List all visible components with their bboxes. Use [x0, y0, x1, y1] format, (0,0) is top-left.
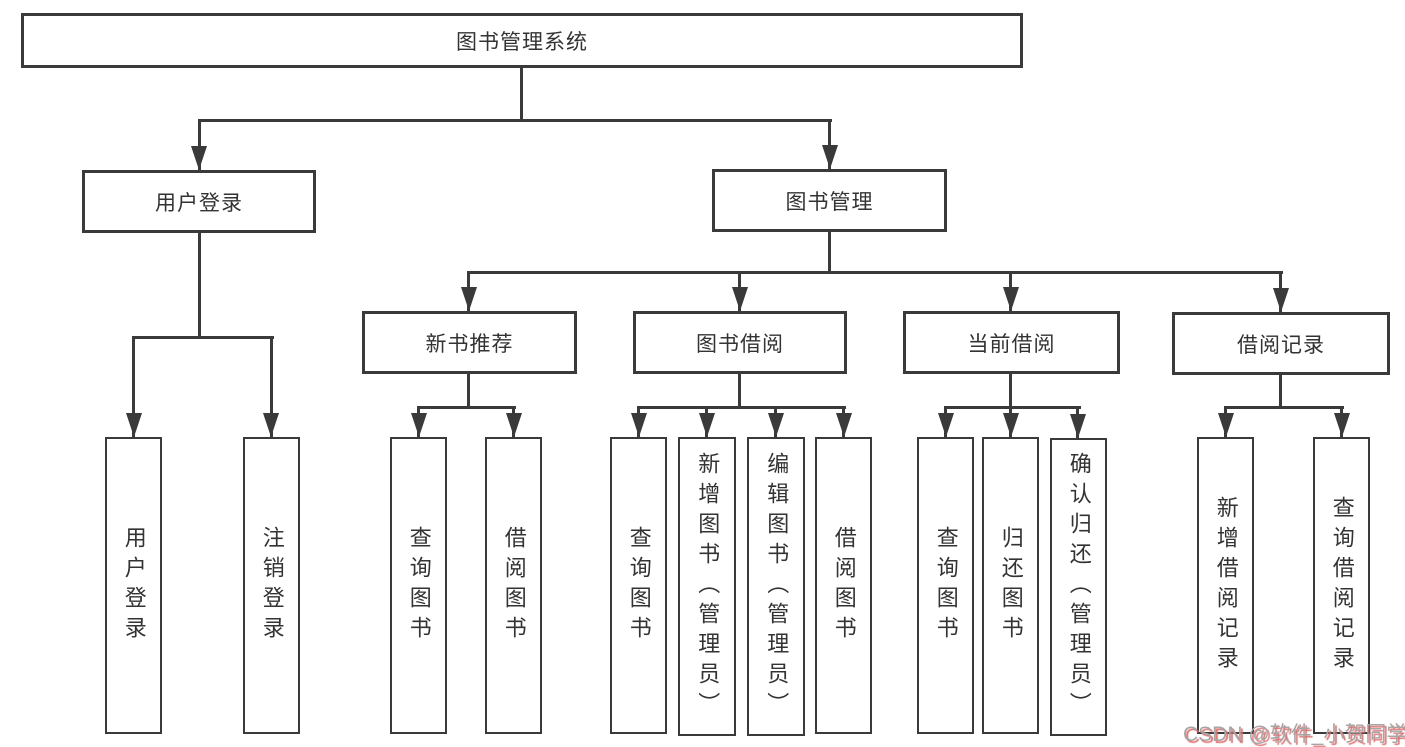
node-root: 图书管理系统 — [21, 13, 1023, 68]
connector-vline — [738, 374, 741, 406]
node-leaf-logout-label: 注销登录 — [259, 525, 285, 646]
arrow-down-icon — [461, 287, 477, 311]
arrow-down-icon — [1003, 413, 1019, 437]
node-leaf-query-books-label: 查询图书 — [626, 525, 652, 646]
node-leaf-user-login: 用户登录 — [105, 437, 162, 734]
arrow-down-icon — [506, 413, 522, 437]
connector-hline — [637, 406, 846, 409]
node-leaf-logout: 注销登录 — [243, 437, 300, 734]
arrow-down-icon — [822, 145, 838, 169]
node-leaf-query-books-current: 查询图书 — [917, 437, 974, 734]
node-borrow-records-label: 借阅记录 — [1237, 333, 1325, 357]
node-leaf-borrow-books-recommend: 借阅图书 — [485, 437, 542, 734]
connector-vline — [198, 119, 201, 170]
node-leaf-edit-books-admin-label: 编辑图书（管理员） — [764, 451, 790, 722]
node-book-management: 图书管理 — [712, 169, 947, 232]
arrow-down-icon — [1070, 414, 1086, 438]
arrow-down-icon — [1003, 287, 1019, 311]
connector-vline — [828, 119, 831, 169]
arrow-down-icon — [1334, 413, 1350, 437]
node-leaf-borrow-books-recommend-label: 借阅图书 — [501, 525, 527, 646]
connector-vline — [132, 336, 135, 437]
arrow-down-icon — [631, 413, 647, 437]
node-current-borrow-label: 当前借阅 — [967, 332, 1056, 356]
node-leaf-edit-books-admin: 编辑图书（管理员） — [747, 437, 805, 736]
connector-vline — [828, 232, 831, 273]
arrow-down-icon — [699, 413, 715, 437]
node-leaf-return-books-label: 归还图书 — [998, 525, 1024, 646]
connector-vline — [1009, 374, 1012, 406]
node-book-borrow-label: 图书借阅 — [696, 332, 784, 356]
node-leaf-borrow-books: 借阅图书 — [815, 437, 872, 734]
node-leaf-query-books-recommend: 查询图书 — [390, 437, 447, 734]
arrow-down-icon — [1273, 288, 1289, 312]
node-leaf-add-books-admin-label: 新增图书（管理员） — [695, 451, 721, 722]
node-leaf-confirm-return-admin: 确认归还（管理员） — [1050, 438, 1107, 736]
connector-hline — [417, 406, 516, 409]
node-user-login-label: 用户登录 — [155, 191, 243, 215]
node-new-book-recommend-label: 新书推荐 — [425, 332, 514, 356]
node-leaf-add-books-admin: 新增图书（管理员） — [678, 437, 736, 736]
node-leaf-borrow-books-label: 借阅图书 — [831, 525, 857, 646]
node-leaf-query-books: 查询图书 — [610, 437, 667, 734]
arrow-down-icon — [411, 413, 427, 437]
arrow-down-icon — [836, 413, 852, 437]
connector-vline — [198, 233, 201, 336]
connector-hline — [467, 271, 1283, 274]
arrow-down-icon — [938, 413, 954, 437]
arrow-down-icon — [768, 413, 784, 437]
arrow-down-icon — [191, 146, 207, 170]
connector-hline — [198, 119, 832, 122]
node-leaf-add-borrow-record: 新增借阅记录 — [1197, 437, 1254, 734]
node-leaf-query-books-recommend-label: 查询图书 — [406, 525, 432, 646]
node-book-management-label: 图书管理 — [785, 190, 874, 214]
node-leaf-confirm-return-admin-label: 确认归还（管理员） — [1066, 452, 1092, 722]
node-borrow-records: 借阅记录 — [1172, 312, 1390, 375]
connector-vline — [520, 68, 523, 119]
connector-vline — [1279, 375, 1282, 406]
node-leaf-query-books-current-label: 查询图书 — [933, 525, 959, 646]
node-leaf-user-login-label: 用户登录 — [121, 525, 147, 646]
node-new-book-recommend: 新书推荐 — [362, 311, 577, 374]
connector-hline — [944, 406, 1081, 409]
connector-vline — [467, 374, 470, 406]
arrow-down-icon — [263, 413, 279, 437]
node-current-borrow: 当前借阅 — [903, 311, 1120, 374]
node-leaf-query-borrow-record-label: 查询借阅记录 — [1329, 495, 1355, 676]
node-leaf-add-borrow-record-label: 新增借阅记录 — [1213, 495, 1239, 676]
connector-hline — [1224, 406, 1344, 409]
node-book-borrow: 图书借阅 — [633, 311, 847, 374]
csdn-watermark: CSDN @软件_小贺同学 — [1183, 723, 1405, 746]
node-user-login: 用户登录 — [82, 170, 316, 233]
arrow-down-icon — [126, 413, 142, 437]
node-root-label: 图书管理系统 — [456, 30, 588, 54]
node-leaf-query-borrow-record: 查询借阅记录 — [1313, 437, 1370, 734]
arrow-down-icon — [1218, 413, 1234, 437]
node-leaf-return-books: 归还图书 — [982, 437, 1039, 734]
connector-hline — [133, 336, 274, 339]
connector-vline — [270, 336, 273, 437]
arrow-down-icon — [732, 287, 748, 311]
